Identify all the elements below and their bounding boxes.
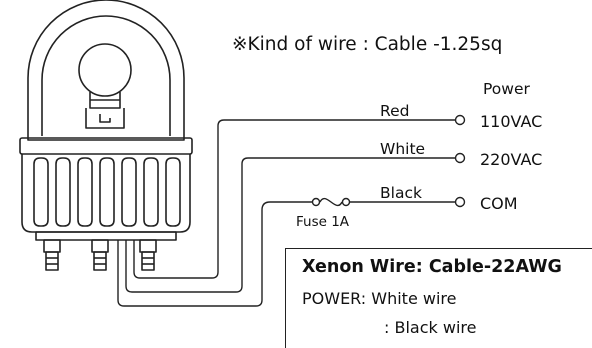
bulb-base [85, 108, 125, 129]
terminal-label-com: COM [480, 194, 518, 213]
terminal-left [43, 239, 61, 271]
terminal-right [139, 239, 157, 271]
wire-white [125, 157, 455, 293]
fuse-label: Fuse 1A [296, 214, 350, 230]
terminal-110vac-icon [454, 114, 466, 126]
signal-lamp [19, 0, 193, 271]
mounting-plate [35, 231, 177, 241]
wires [117, 114, 466, 307]
xenon-wire-note: Xenon Wire: Cable-22AWG POWER: White wir… [285, 248, 592, 348]
fuse-icon [311, 197, 351, 207]
bulb-globe [78, 43, 132, 97]
wire-label-white: White [380, 140, 425, 158]
power-header: Power [483, 80, 530, 98]
lamp-collar [19, 137, 193, 155]
xenon-power-line: POWER: White wire [302, 289, 457, 308]
bulb-filament-icon [99, 114, 111, 123]
lamp-dome-inner [41, 15, 171, 136]
wire-kind-note: ※Kind of wire : Cable -1.25sq [232, 34, 502, 55]
terminal-middle [91, 239, 109, 271]
terminal-220vac-icon [454, 152, 466, 164]
lamp-dome-outer [27, 0, 185, 141]
base-ribs [33, 157, 181, 227]
wire-red [133, 119, 455, 279]
terminal-label-110vac: 110VAC [480, 112, 542, 131]
wire-label-black: Black [380, 184, 422, 202]
wire-label-red: Red [380, 102, 409, 120]
xenon-wire-title: Xenon Wire: Cable-22AWG [302, 257, 562, 277]
terminal-com-icon [454, 196, 466, 208]
terminal-label-220vac: 220VAC [480, 150, 542, 169]
xenon-black-line: : Black wire [384, 318, 477, 337]
wire-black [117, 201, 312, 307]
